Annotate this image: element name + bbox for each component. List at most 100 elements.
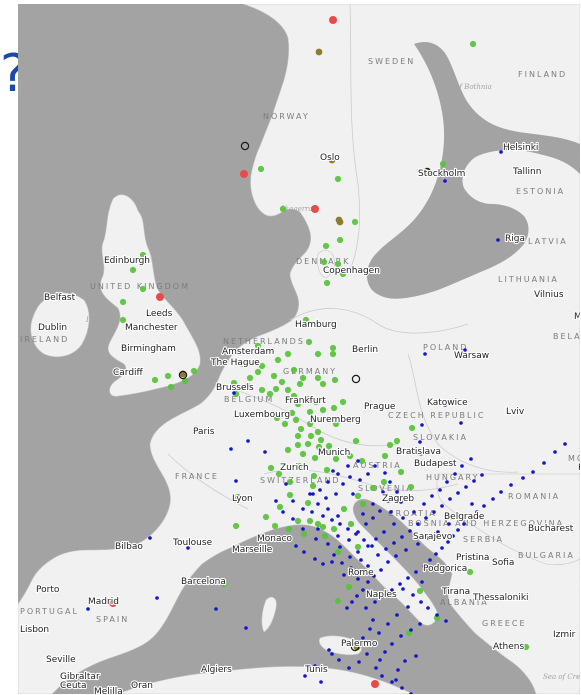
- marker-green[interactable]: [325, 442, 333, 450]
- marker-blue[interactable]: [342, 573, 346, 577]
- marker-blue[interactable]: [445, 480, 449, 484]
- marker-green[interactable]: [295, 462, 303, 470]
- marker-green[interactable]: [202, 578, 210, 586]
- marker-green[interactable]: [439, 160, 447, 168]
- marker-green[interactable]: [417, 449, 425, 457]
- marker-green[interactable]: [416, 587, 424, 595]
- marker-blue[interactable]: [388, 480, 392, 484]
- marker-green[interactable]: [151, 376, 159, 384]
- marker-green[interactable]: [279, 205, 287, 213]
- marker-blue[interactable]: [346, 527, 350, 531]
- marker-blue[interactable]: [499, 490, 503, 494]
- marker-green[interactable]: [299, 374, 307, 382]
- marker-blue[interactable]: [371, 642, 375, 646]
- marker-blue[interactable]: [374, 537, 378, 541]
- marker-blue[interactable]: [451, 534, 455, 538]
- marker-blue[interactable]: [347, 538, 351, 542]
- marker-blue[interactable]: [314, 537, 318, 541]
- marker-green[interactable]: [285, 525, 293, 533]
- marker-ring[interactable]: [422, 167, 432, 177]
- marker-blue[interactable]: [303, 674, 307, 678]
- marker-blue[interactable]: [332, 553, 336, 557]
- marker-green[interactable]: [315, 443, 323, 451]
- marker-blue[interactable]: [553, 450, 557, 454]
- marker-blue[interactable]: [370, 544, 374, 548]
- marker-blue[interactable]: [563, 442, 567, 446]
- marker-green[interactable]: [297, 425, 305, 433]
- marker-blue[interactable]: [366, 564, 370, 568]
- marker-blue[interactable]: [364, 522, 368, 526]
- marker-blue[interactable]: [324, 496, 328, 500]
- marker-blue[interactable]: [382, 594, 386, 598]
- marker-green[interactable]: [329, 350, 337, 358]
- marker-green[interactable]: [311, 454, 319, 462]
- marker-green[interactable]: [307, 432, 315, 440]
- marker-green[interactable]: [190, 367, 198, 375]
- marker-blue[interactable]: [356, 577, 360, 581]
- marker-green[interactable]: [299, 450, 307, 458]
- marker-blue[interactable]: [496, 238, 500, 242]
- marker-blue[interactable]: [420, 423, 424, 427]
- marker-blue[interactable]: [444, 619, 448, 623]
- marker-blue[interactable]: [389, 510, 393, 514]
- marker-blue[interactable]: [446, 540, 450, 544]
- marker-blue[interactable]: [390, 588, 394, 592]
- marker-red[interactable]: [156, 293, 164, 301]
- marker-blue[interactable]: [457, 513, 461, 517]
- marker-green[interactable]: [359, 500, 367, 508]
- marker-blue[interactable]: [263, 450, 267, 454]
- marker-blue[interactable]: [423, 352, 427, 356]
- marker-blue[interactable]: [399, 500, 403, 504]
- marker-green[interactable]: [352, 437, 360, 445]
- marker-green[interactable]: [466, 568, 474, 576]
- marker-blue[interactable]: [348, 475, 352, 479]
- marker-blue[interactable]: [400, 686, 404, 690]
- marker-red[interactable]: [329, 16, 337, 24]
- marker-blue[interactable]: [374, 666, 378, 670]
- marker-green[interactable]: [164, 372, 172, 380]
- marker-olive[interactable]: [336, 218, 344, 226]
- marker-green[interactable]: [320, 258, 328, 266]
- marker-blue[interactable]: [346, 464, 350, 468]
- marker-blue[interactable]: [386, 622, 390, 626]
- marker-blue[interactable]: [291, 517, 295, 521]
- marker-green[interactable]: [294, 400, 302, 408]
- marker-blue[interactable]: [436, 530, 440, 534]
- marker-green[interactable]: [346, 452, 354, 460]
- marker-red[interactable]: [371, 680, 379, 688]
- marker-green[interactable]: [334, 175, 342, 183]
- marker-blue[interactable]: [313, 557, 317, 561]
- marker-blue[interactable]: [430, 494, 434, 498]
- marker-green[interactable]: [304, 395, 312, 403]
- marker-blue[interactable]: [482, 504, 486, 508]
- marker-blue[interactable]: [509, 483, 513, 487]
- marker-blue[interactable]: [432, 510, 436, 514]
- marker-green[interactable]: [276, 503, 284, 511]
- marker-blue[interactable]: [418, 440, 422, 444]
- marker-blue[interactable]: [475, 510, 479, 514]
- marker-blue[interactable]: [368, 627, 372, 631]
- marker-green[interactable]: [340, 505, 348, 513]
- marker-blue[interactable]: [291, 499, 295, 503]
- marker-blue[interactable]: [414, 654, 418, 658]
- marker-green[interactable]: [306, 420, 314, 428]
- marker-blue[interactable]: [326, 507, 330, 511]
- marker-blue[interactable]: [376, 553, 380, 557]
- marker-blue[interactable]: [318, 488, 322, 492]
- marker-green[interactable]: [319, 380, 327, 388]
- marker-green[interactable]: [290, 392, 298, 400]
- marker-blue[interactable]: [460, 464, 464, 468]
- marker-blue[interactable]: [542, 461, 546, 465]
- marker-blue[interactable]: [386, 499, 390, 503]
- marker-blue[interactable]: [356, 459, 360, 463]
- marker-green[interactable]: [354, 543, 362, 551]
- marker-blue[interactable]: [301, 507, 305, 511]
- marker-green[interactable]: [522, 643, 530, 651]
- marker-green[interactable]: [266, 390, 274, 398]
- marker-green[interactable]: [258, 386, 266, 394]
- marker-blue[interactable]: [403, 659, 407, 663]
- marker-blue[interactable]: [357, 660, 361, 664]
- marker-blue[interactable]: [416, 522, 420, 526]
- marker-blue[interactable]: [462, 522, 466, 526]
